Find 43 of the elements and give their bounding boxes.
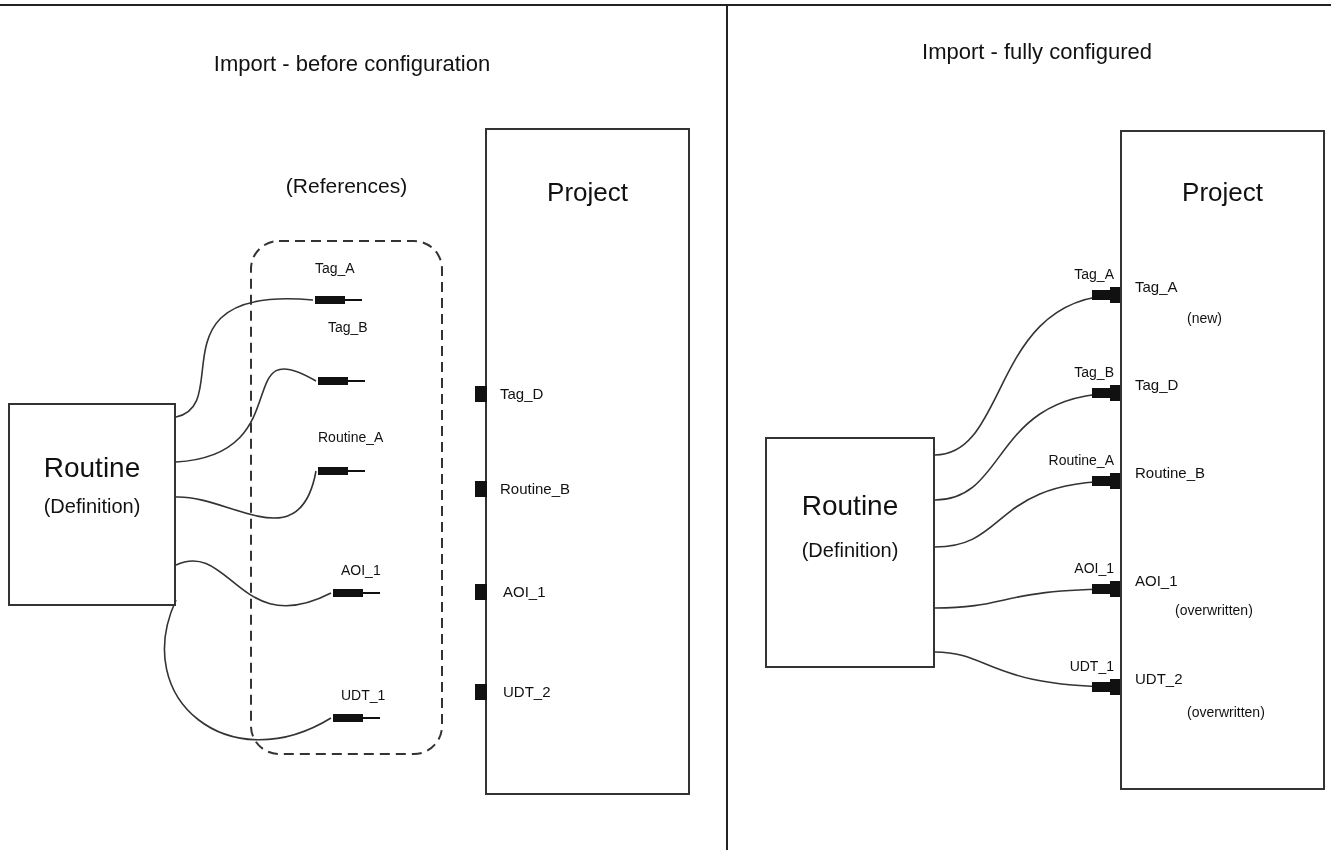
process-box [765,437,935,668]
cable-line [175,560,332,607]
connection-label: Routine_B [500,481,571,498]
box-title: Project [547,178,628,207]
cable-line [934,581,1121,609]
status-note: (overwritten) [1187,705,1265,721]
connection-label: Tag_D [1135,377,1179,394]
edge-label: Tag_B [1074,365,1114,381]
status-note: (overwritten) [1175,603,1253,619]
connection-label: UDT_2 [1135,671,1183,688]
connection-label: Tag_D [500,386,544,403]
panel-title: Import - fully configured [922,40,1152,65]
reference-label: AOI_1 [341,563,381,579]
box-title: Routine [43,453,141,484]
group-heading: (References) [285,174,408,198]
status-note: (new) [1187,311,1222,327]
cable-line [175,368,317,463]
box-subtitle: (Definition) [801,539,899,561]
cable-line [175,470,317,519]
reference-label: UDT_1 [341,688,386,704]
connection-label: Routine_B [1135,465,1206,482]
cable-line [934,651,1121,695]
panel-title: Import - before configuration [213,52,491,77]
edge-label: Tag_A [1074,267,1114,283]
process-box [1120,130,1325,790]
cable-line [934,473,1121,548]
edge-label: AOI_1 [1074,561,1114,577]
box-subtitle: (Definition) [43,495,141,517]
connection-label: AOI_1 [1135,573,1178,590]
reference-label: Routine_A [318,430,384,446]
edge-label: UDT_1 [1069,659,1114,675]
cable-line [934,385,1121,501]
reference-label: Tag_B [328,320,368,336]
box-title: Project [1182,178,1263,207]
reference-label: Tag_A [315,261,355,277]
cable-line [175,298,314,418]
box-title: Routine [801,491,899,522]
connection-label: Tag_A [1135,279,1178,296]
process-box [8,403,176,606]
connection-label: UDT_2 [503,684,551,701]
connection-label: AOI_1 [503,584,546,601]
cable-line [934,287,1121,456]
edge-label: Routine_A [1048,453,1114,469]
